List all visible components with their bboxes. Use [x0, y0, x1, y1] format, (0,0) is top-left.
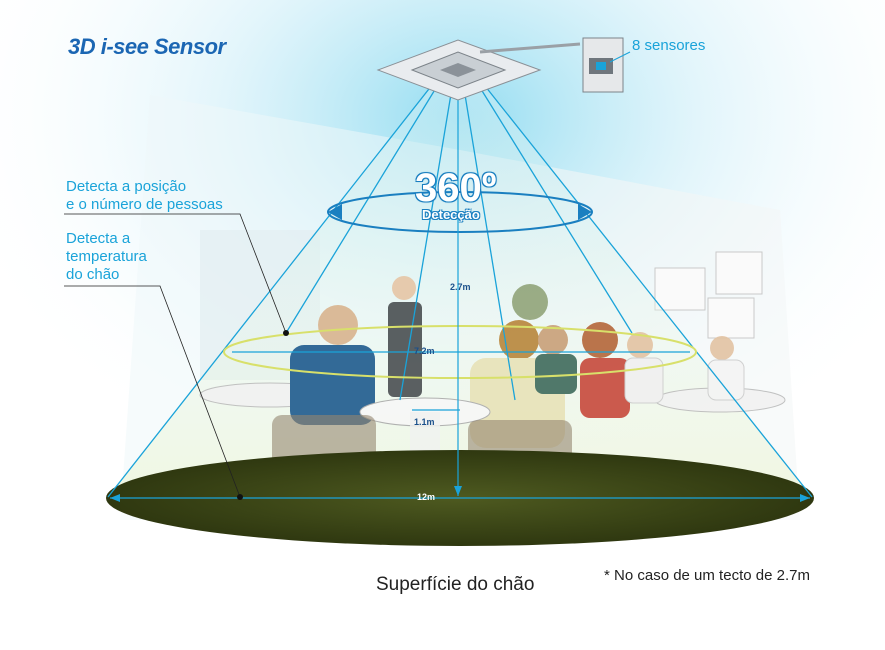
detection-label: Detecção [422, 207, 480, 222]
degrees-label: 360º [415, 166, 497, 210]
leader-dot-position [283, 330, 289, 336]
mid-diameter-measure: 7.2m [414, 346, 435, 356]
detection-ring-mid [223, 325, 697, 379]
rotation-arrow-right-icon [578, 204, 592, 220]
height-measure: 2.7m [450, 282, 471, 292]
brand-logo: 3D i-see Sensor [68, 34, 226, 59]
floor-label: Superfície do chão [376, 574, 535, 595]
measure-arrowheads [110, 486, 810, 502]
small-depth-measure: 1.1m [414, 417, 435, 427]
measure-lines [110, 56, 810, 499]
footnote: * No caso de um tecto de 2.7m [604, 567, 810, 584]
sensor-leader [609, 51, 631, 63]
cone-edges [107, 51, 813, 498]
connection-pipe [479, 42, 581, 54]
ceiling-cassette-icon [376, 39, 542, 101]
temperature-label: Detecta a temperatura do chão [66, 230, 147, 283]
floor-diameter-measure: 12m [417, 492, 436, 502]
leader-dot-temperature [237, 494, 243, 500]
leader-lines [64, 213, 287, 498]
rotation-arrow-left-icon [328, 204, 342, 220]
remote-sensor-icon [582, 37, 624, 93]
position-label: Detecta a posição e o número de pessoas [66, 178, 223, 213]
sensors-label: 8 sensores [632, 37, 706, 54]
